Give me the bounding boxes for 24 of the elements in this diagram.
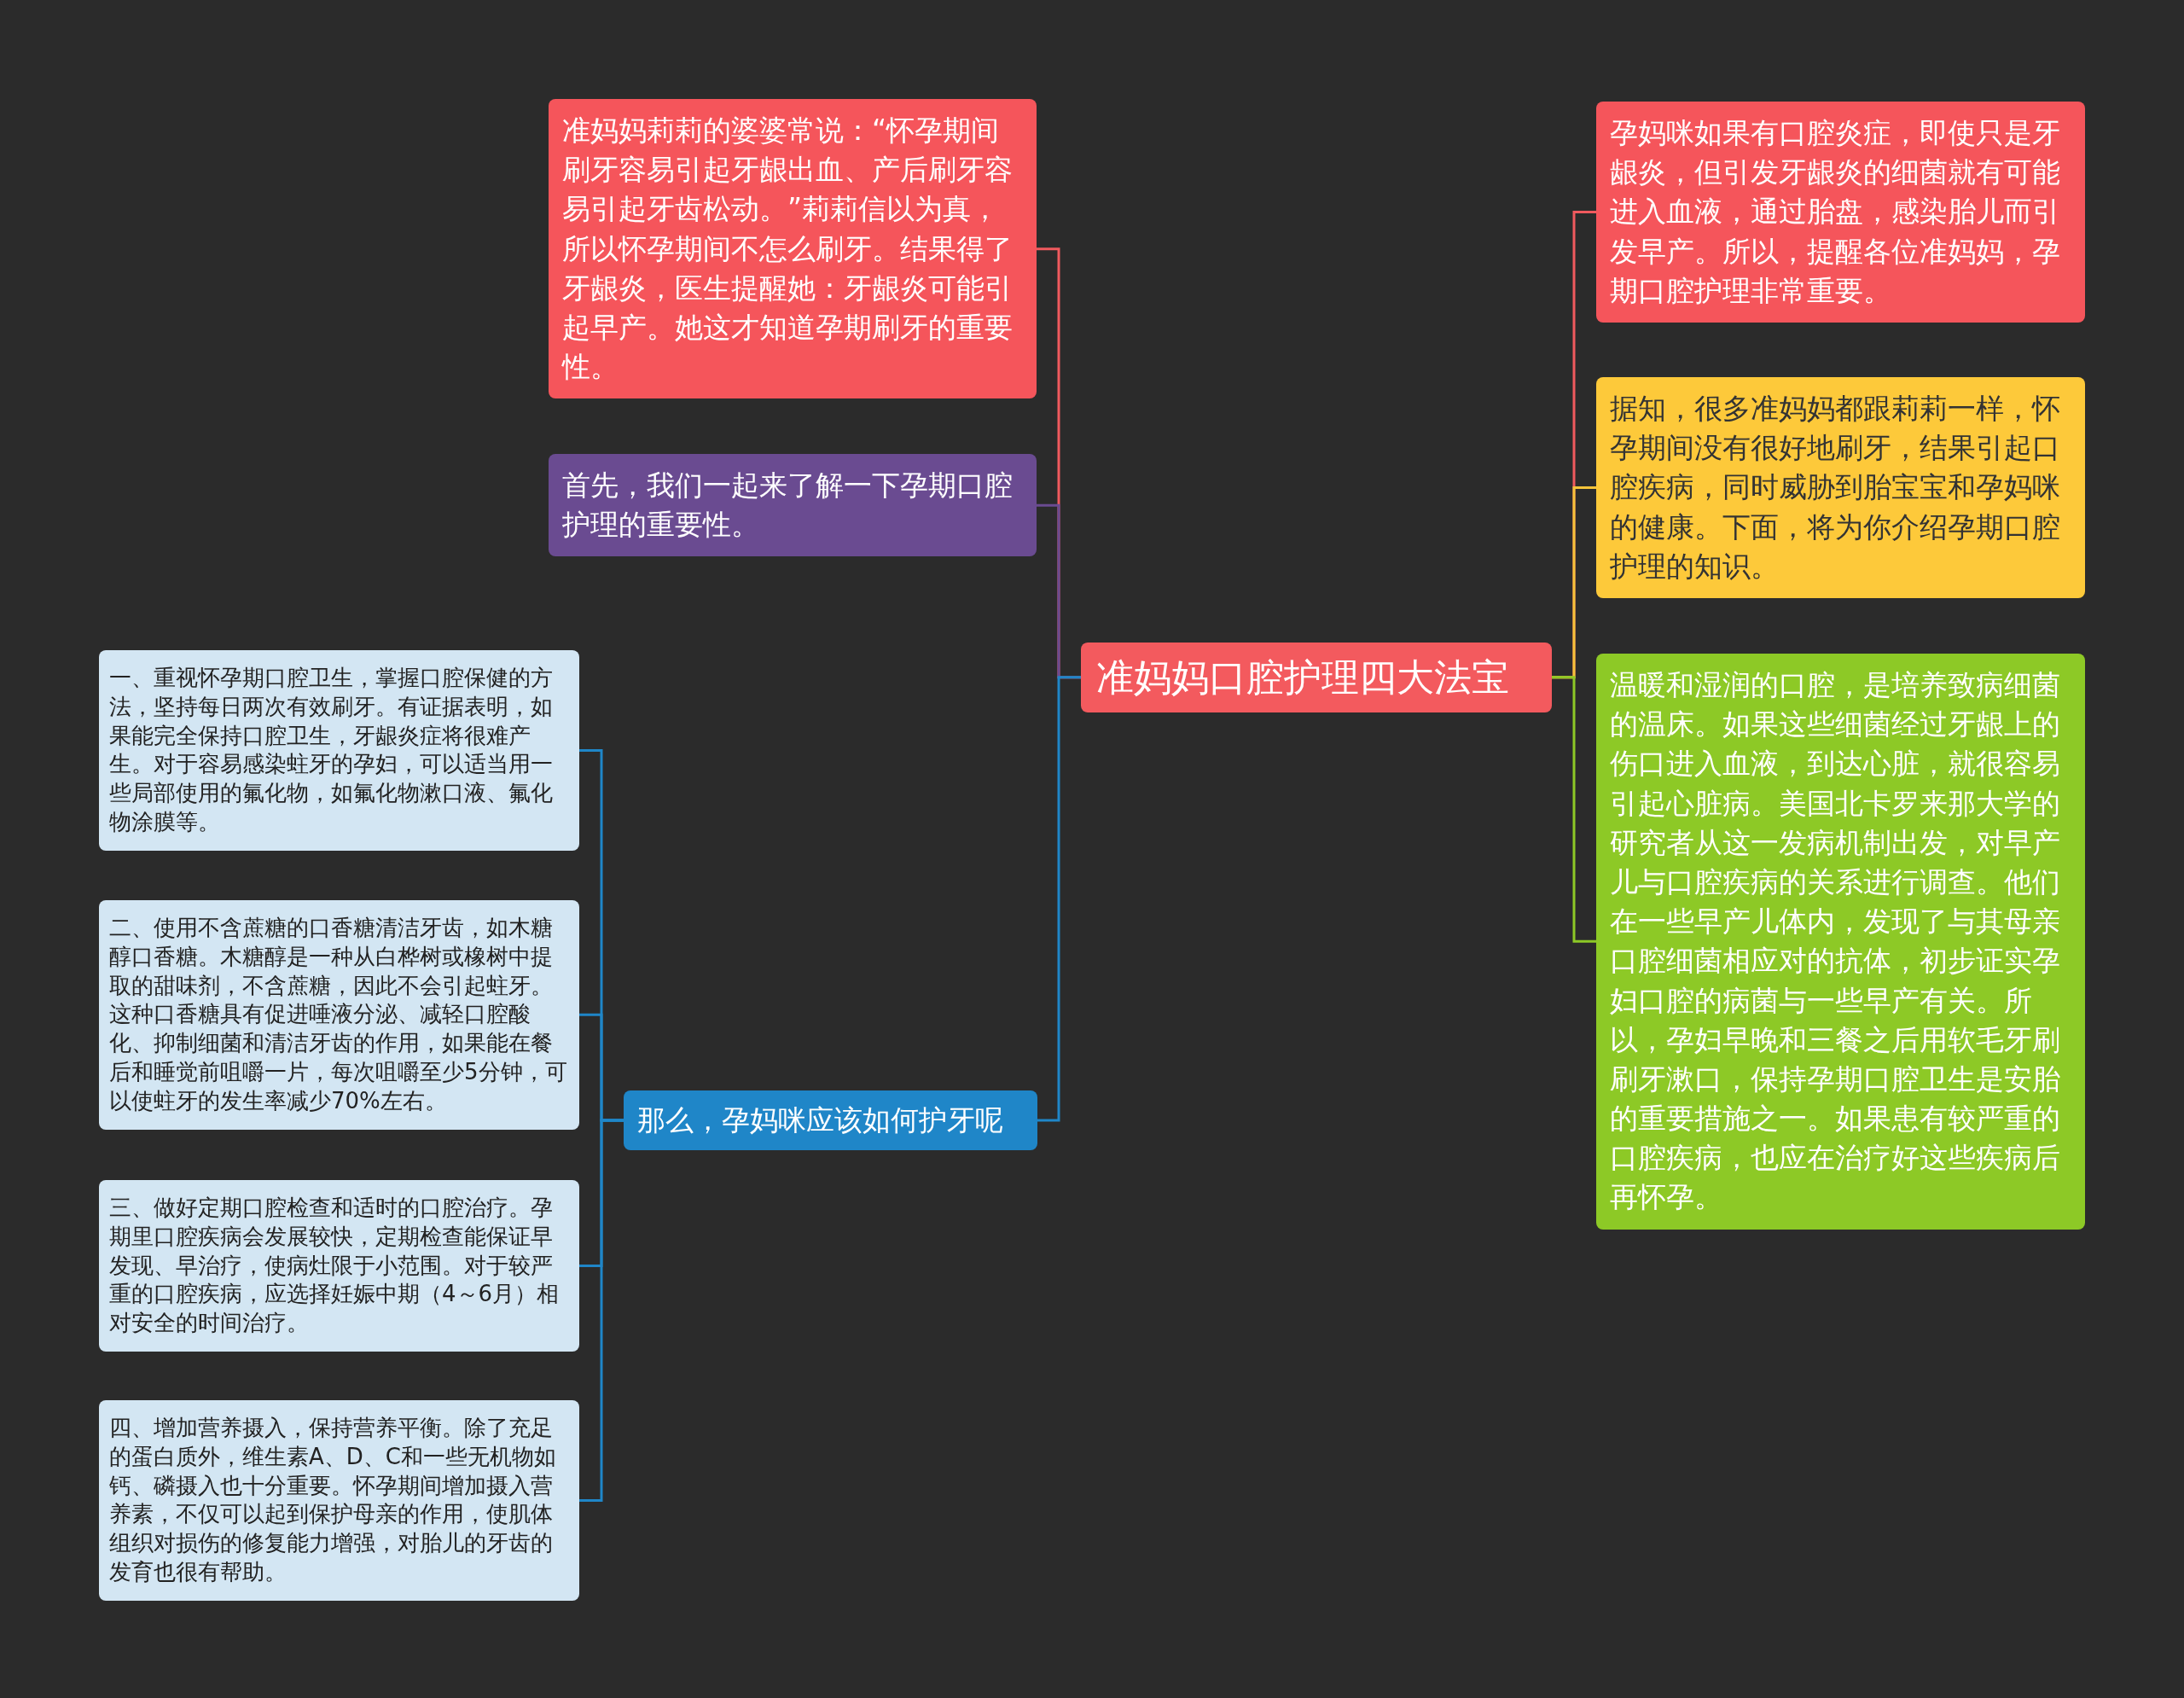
topic-text: 据知，很多准妈妈都跟莉莉一样，怀孕期间没有很好地刷牙，结果引起口腔疾病，同时威胁到胎宝宝和孕妈咪的健康。下面，将为你介绍孕期口腔护理的知识。 [1610, 391, 2061, 584]
subtopic-box [99, 650, 579, 851]
subtopic-box [99, 900, 579, 1130]
topic-text: 准妈妈莉莉的婆婆常说：“怀孕期间刷牙容易引起牙龈出血、产后刷牙容易引起牙齿松动。”莉莉信以为真，所以怀孕期间不怎么刷牙。结果得了牙龈炎，医生提醒她：牙龈炎可能引起早产。她这才知道孕期刷牙的重要性。 [562, 113, 1014, 386]
topic-box [1596, 102, 2085, 323]
topic-box [1596, 377, 2085, 598]
topic-box [624, 1090, 1037, 1151]
topic-text: 孕妈咪如果有口腔炎症，即使只是牙龈炎，但引发牙龈炎的细菌就有可能进入血液，通过胎盘，感染胎儿而引发早产。所以，提醒各位准妈妈，孕期口腔护理非常重要。 [1610, 115, 2061, 309]
subtopic-text: 三、做好定期口腔检查和适时的口腔治疗。孕期里口腔疾病会发展较快，定期检查能保证早发现、早治疗，使病灶限于小范围。对于较严重的口腔疾病，应选择妊娠中期（4～6月）相对安全的时间治疗。 [109, 1194, 561, 1338]
connector-line [1037, 676, 1081, 1122]
subtopic-text: 四、增加营养摄入，保持营养平衡。除了充足的蛋白质外，维生素A、D、C和一些无机物如钙、磷摄入也十分重要。怀孕期间增加摄入营养素，不仅可以起到保护母亲的作用，使肌体组织对损伤的修复能力增强，对胎儿的牙齿的发育也很有帮助。 [109, 1414, 557, 1586]
connector-line [579, 1119, 624, 1502]
connector-line [1552, 676, 1596, 943]
subtopic-box [99, 1180, 579, 1352]
subtopic-box [99, 1400, 579, 1601]
central-topic-box [1081, 643, 1552, 712]
central-topic-text: 准妈妈口腔护理四大法宝 [1096, 654, 1510, 701]
topic-text: 首先，我们一起来了解一下孕期口腔护理的重要性。 [562, 468, 1014, 544]
subtopic-text: 一、重视怀孕期口腔卫生，掌握口腔保健的方法，坚持每日两次有效刷牙。有证据表明，如果能完全保持口腔卫生，牙龈炎症将很难产生。对于容易感染蛀牙的孕妇，可以适当用一些局部使用的氟化物，如氟化物漱口液、氟化物涂膜等。 [109, 664, 554, 836]
topic-box [549, 99, 1037, 399]
topic-text: 温暖和湿润的口腔，是培养致病细菌的温床。如果这些细菌经过牙龈上的伤口进入血液，到达心脏，就很容易引起心脏病。美国北卡罗来那大学的研究者从这一发病机制出发，对早产儿与口腔疾病的关系进行调查。他们在一些早产儿体内，发现了与其母亲口腔细菌相应对的抗体，初步证实孕妇口腔的病菌与一些早产有关。所以，孕妇早晚和三餐之后用软毛牙刷刷牙漱口，保持孕期口腔卫生是安胎的重要措施之一。如果患有较严重的口腔疾病，也应在治疗好这些疾病后再怀孕。 [1610, 667, 2061, 1216]
topic-box [549, 454, 1037, 557]
topic-text: 那么，孕妈咪应该如何护牙呢 [637, 1102, 1004, 1138]
subtopic-text: 二、使用不含蔗糖的口香糖清洁牙齿，如木糖醇口香糖。木糖醇是一种从白桦树或橡树中提取的甜味剂，不含蔗糖，因此不会引起蛀牙。这种口香糖具有促进唾液分泌、减轻口腔酸化、抑制细菌和清洁牙齿的作用，如果能在餐后和睡觉前咀嚼一片，每次咀嚼至少5分钟，可以使蛀牙的发生率减少70%左右。 [109, 914, 568, 1115]
